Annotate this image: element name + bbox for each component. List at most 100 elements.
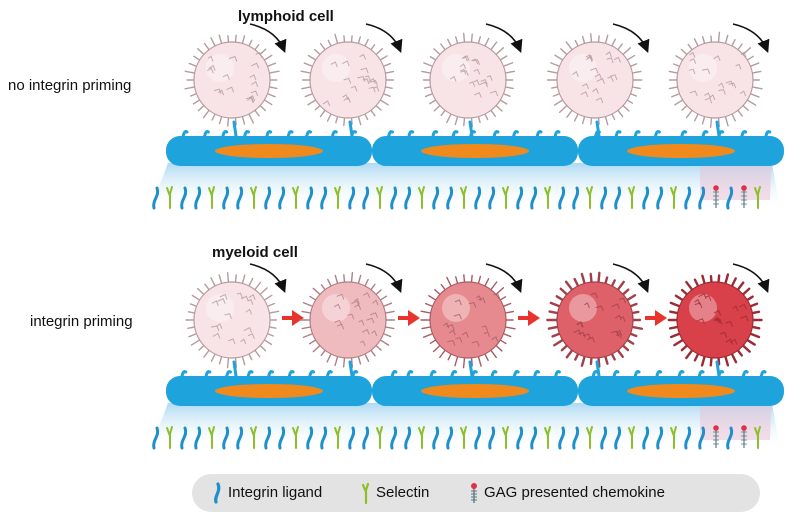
- surface-microvillus: [304, 130, 312, 140]
- integrin-ligand: [600, 426, 608, 450]
- integrin-ligand: [488, 426, 496, 450]
- integrin-ligand: [446, 426, 454, 450]
- cell-surface-fold: [364, 75, 371, 82]
- integrin-ligand: [432, 426, 440, 450]
- surface-microvillus: [533, 370, 541, 380]
- cell-surface-fold: [739, 303, 747, 310]
- endothelial-nucleus: [421, 384, 529, 398]
- integrin-ligand: [194, 426, 202, 450]
- leukocyte-3: [420, 263, 523, 378]
- cell-surface-fold: [226, 86, 235, 93]
- cell-surface-fold: [615, 332, 622, 339]
- integrin-ligand: [572, 426, 580, 450]
- cell-surface-fold: [713, 316, 720, 324]
- integrin-ligand: [306, 186, 314, 210]
- rolling-direction-arrow: [365, 263, 403, 293]
- adhesion-tether: [595, 120, 601, 138]
- cell-surface-fold: [611, 303, 620, 310]
- cell-surface-fold: [479, 81, 489, 88]
- cell-surface-fold: [362, 78, 370, 85]
- cell-surface-fold: [236, 292, 243, 299]
- cell-surface-fold: [358, 319, 365, 326]
- cell-surface-fold: [473, 91, 482, 98]
- integrin-ligand: [194, 186, 202, 210]
- cell-surface-fold: [493, 293, 501, 299]
- cell-surface-fold: [245, 96, 255, 103]
- vessel-lumen-fade: [150, 403, 780, 450]
- cell-surface-fold: [341, 60, 350, 67]
- rolling-direction-arrow: [612, 263, 650, 293]
- integrin-ligand: [656, 426, 664, 450]
- cell-surface-fold: [362, 292, 371, 299]
- selectin: [334, 426, 341, 449]
- lymphoid-cell-title: lymphoid cell: [238, 8, 334, 25]
- adhesion-tether: [468, 120, 474, 138]
- cell-surface-fold: [491, 336, 499, 343]
- integrin-ligand: [320, 186, 328, 210]
- cell-surface-fold: [347, 313, 355, 320]
- integrin-ligand: [558, 426, 566, 450]
- cell-surface-fold: [354, 303, 362, 310]
- cell-body: [429, 41, 507, 119]
- integrin-ligand: [530, 426, 538, 450]
- activation-arrow: [518, 310, 540, 326]
- cell-surface-fold: [330, 61, 338, 68]
- surface-microvillus: [741, 370, 749, 380]
- cell-surface-fold: [216, 323, 223, 330]
- cell-surface-fold: [448, 329, 456, 336]
- cell-surface-fold: [613, 56, 621, 63]
- integrin-ligand: [446, 186, 454, 210]
- cell-surface-fold: [250, 90, 259, 97]
- rolling-direction-arrow: [249, 23, 287, 53]
- cell-surface-fold: [740, 51, 747, 58]
- rolling-direction-arrow: [485, 23, 523, 53]
- cell-surface-fold: [206, 67, 214, 74]
- surface-microvillus: [242, 130, 250, 140]
- cell-surface-fold: [489, 90, 499, 97]
- surface-microvillus: [535, 130, 543, 140]
- integrin-ligand: [348, 186, 356, 210]
- cell-surface-fold: [461, 55, 468, 62]
- selectin-icon: [361, 482, 370, 504]
- integrin-ligand: [152, 426, 160, 450]
- cell-surface-fold: [572, 70, 579, 77]
- cell-surface-fold: [486, 75, 493, 81]
- surface-microvillus: [429, 370, 437, 380]
- cell-surface-fold: [249, 74, 257, 81]
- cell-body: [556, 281, 634, 359]
- cell-surface-fold: [212, 332, 221, 339]
- selectin: [376, 426, 383, 449]
- cell-surface-fold: [461, 331, 469, 338]
- cell-surface-fold: [373, 85, 380, 92]
- surface-microvillus: [330, 130, 338, 140]
- surface-microvillus: [450, 370, 458, 380]
- cell-surface-fold: [350, 85, 358, 92]
- leukocyte-3: [421, 23, 523, 138]
- selectin: [208, 426, 215, 449]
- surface-microvillus: [653, 130, 661, 140]
- surface-microvillus: [633, 130, 641, 140]
- selectin: [586, 186, 593, 209]
- cell-surface-fold: [322, 100, 331, 107]
- cell-surface-fold: [580, 91, 589, 98]
- surface-microvillus: [390, 370, 398, 380]
- selectin: [670, 186, 677, 209]
- integrin-ligand-icon: [214, 482, 221, 504]
- integrin-ligand: [320, 426, 328, 450]
- cell-body: [309, 41, 387, 119]
- integrin-ligand: [236, 426, 244, 450]
- surface-microvillus: [759, 370, 767, 380]
- activation-arrow: [398, 310, 420, 326]
- cell-surface-fold: [725, 80, 734, 87]
- surface-microvillus: [265, 130, 273, 140]
- cell-surface-fold: [705, 295, 712, 302]
- cell-surface-fold: [740, 315, 749, 322]
- cell-surface-fold: [247, 299, 254, 305]
- cell-surface-fold: [449, 75, 457, 82]
- surface-microvillus: [492, 130, 500, 140]
- leukocyte-2: [300, 23, 403, 138]
- cell-surface-fold: [453, 313, 462, 320]
- cell-surface-fold: [460, 68, 467, 75]
- cell-surface-fold: [704, 97, 713, 104]
- cell-highlight: [322, 54, 350, 82]
